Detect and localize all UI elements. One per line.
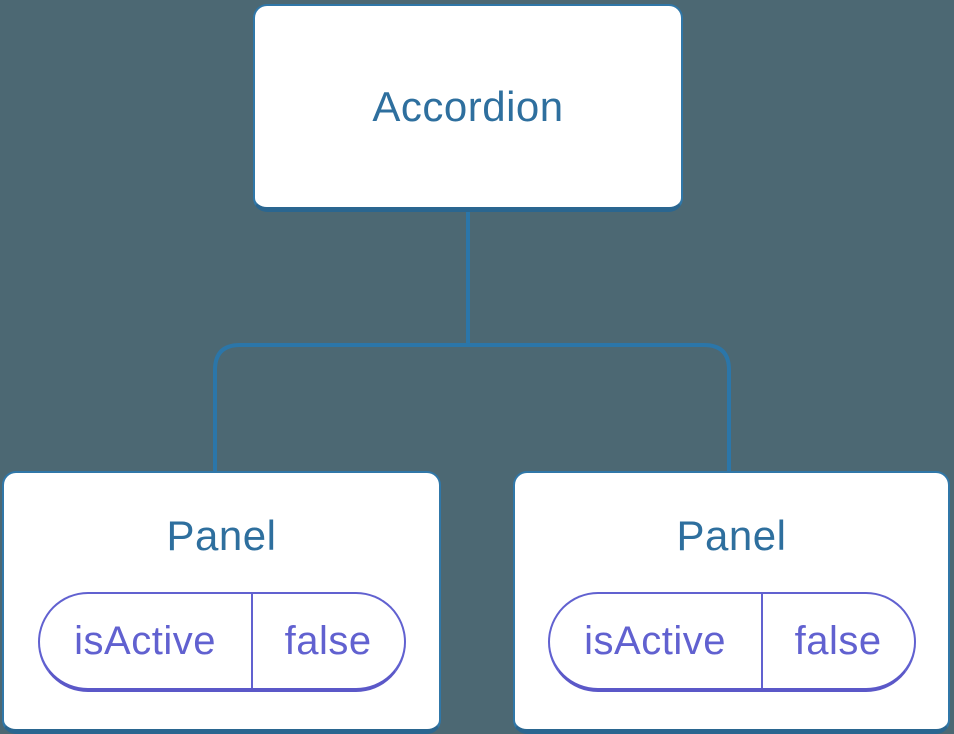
panel-node-left: Panel isActive false (2, 471, 441, 734)
connector-branch (213, 343, 731, 473)
prop-name: isActive (550, 594, 763, 688)
prop-value: false (794, 618, 882, 663)
prop-pill: isActive false (547, 592, 916, 692)
prop-name: isActive (40, 594, 253, 688)
panel-node-right: Panel isActive false (513, 471, 950, 734)
accordion-node-label: Accordion (372, 82, 564, 130)
accordion-node: Accordion (253, 4, 683, 212)
prop-value: false (284, 618, 372, 663)
prop-pill: isActive false (37, 592, 406, 692)
panel-node-label: Panel (166, 512, 277, 559)
panel-node-label: Panel (676, 512, 787, 559)
